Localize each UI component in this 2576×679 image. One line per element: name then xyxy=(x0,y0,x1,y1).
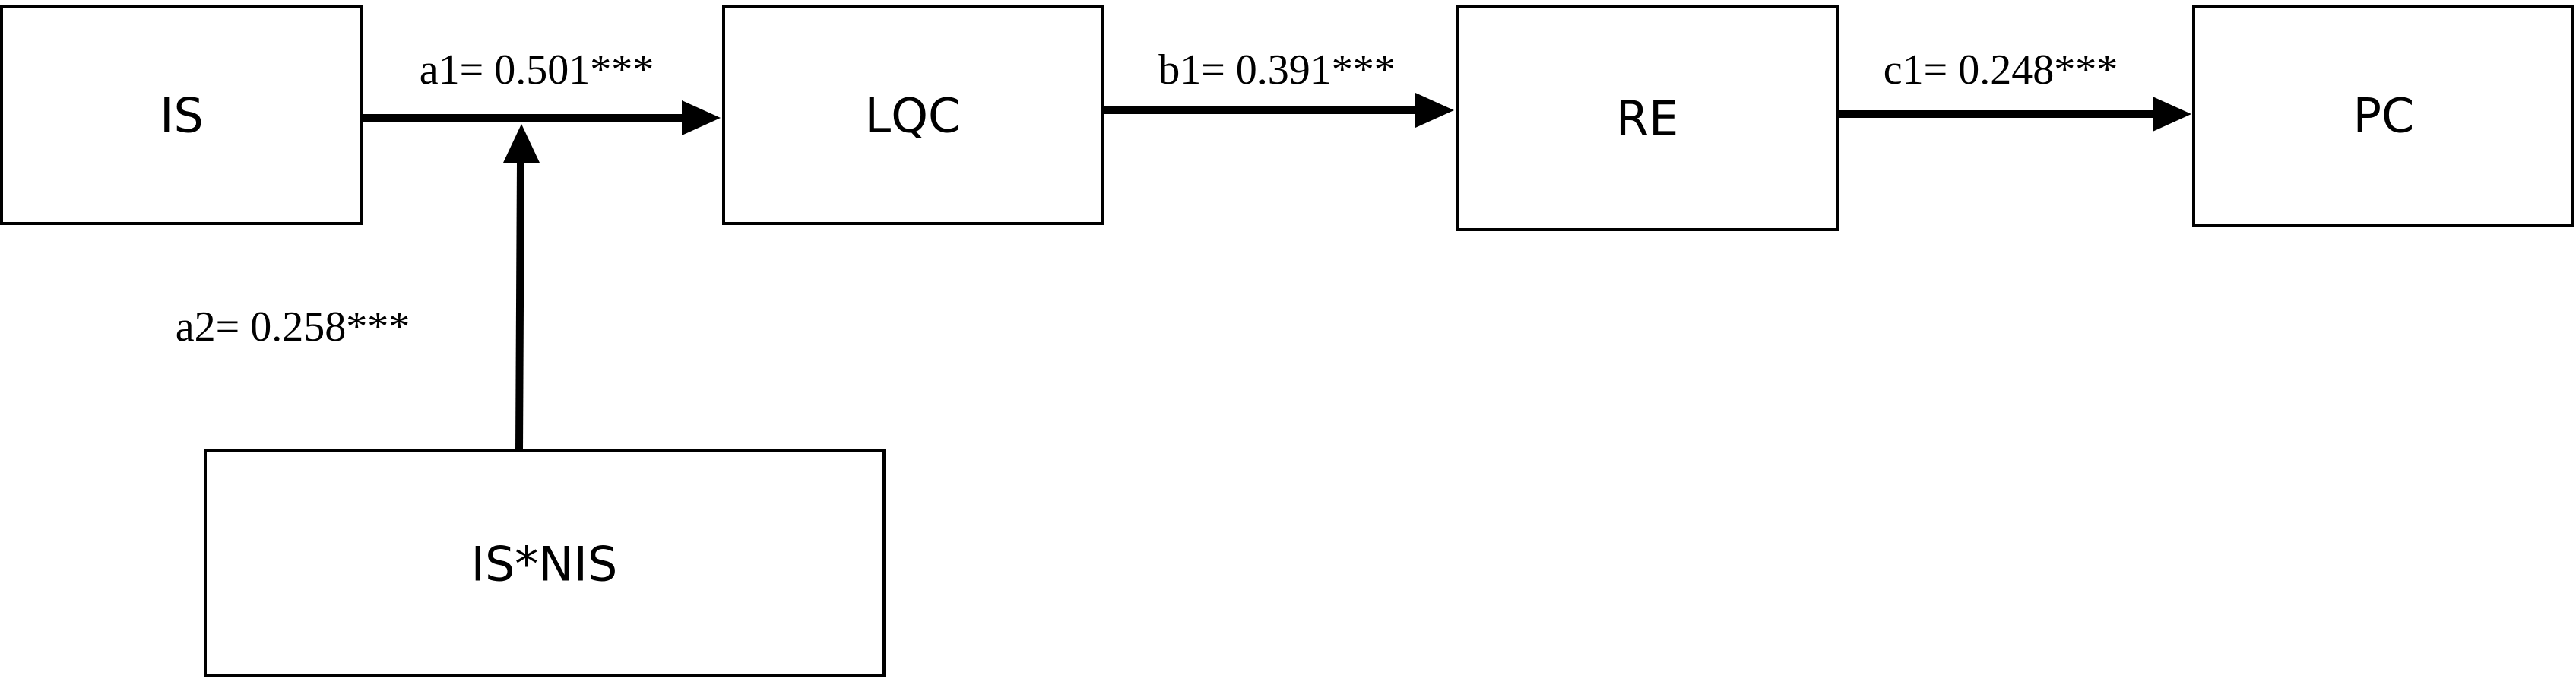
node-lqc: LQC xyxy=(722,5,1104,225)
node-is-nis-box xyxy=(204,449,886,677)
node-is-box xyxy=(0,5,363,225)
edge-lqc-to-re-label: b1= 0.391*** xyxy=(1158,46,1396,94)
edge-is-to-lqc-label: a1= 0.501*** xyxy=(420,46,654,94)
node-pc-label: PC xyxy=(2353,88,2415,144)
edge-is-nis-to-path-arrowhead xyxy=(503,124,540,163)
node-lqc-box xyxy=(722,5,1104,225)
edge-lqc-to-re: b1= 0.391*** xyxy=(1102,46,1454,128)
node-is-nis: IS*NIS xyxy=(204,449,886,677)
edge-re-to-pc: c1= 0.248*** xyxy=(1837,46,2191,132)
edge-is-nis-to-path-line xyxy=(515,160,524,451)
edge-is-to-lqc-arrowhead xyxy=(682,100,721,135)
node-re-box xyxy=(1456,5,1839,231)
node-lqc-label: LQC xyxy=(865,88,962,144)
edge-lqc-to-re-arrowhead xyxy=(1415,93,1454,128)
node-is-nis-label: IS*NIS xyxy=(471,537,618,592)
node-re-label: RE xyxy=(1616,91,1678,147)
edge-is-nis-to-path: a2= 0.258*** xyxy=(176,124,540,451)
node-is-label: IS xyxy=(160,88,204,144)
edge-re-to-pc-label: c1= 0.248*** xyxy=(1884,46,2118,94)
edge-is-to-lqc: a1= 0.501*** xyxy=(362,46,721,135)
edge-is-nis-to-path-label: a2= 0.258*** xyxy=(176,303,410,351)
edge-re-to-pc-arrowhead xyxy=(2153,97,2191,132)
node-is: IS xyxy=(0,5,363,225)
node-re: RE xyxy=(1456,5,1839,231)
node-pc-box xyxy=(2192,5,2574,227)
node-pc: PC xyxy=(2192,5,2574,227)
